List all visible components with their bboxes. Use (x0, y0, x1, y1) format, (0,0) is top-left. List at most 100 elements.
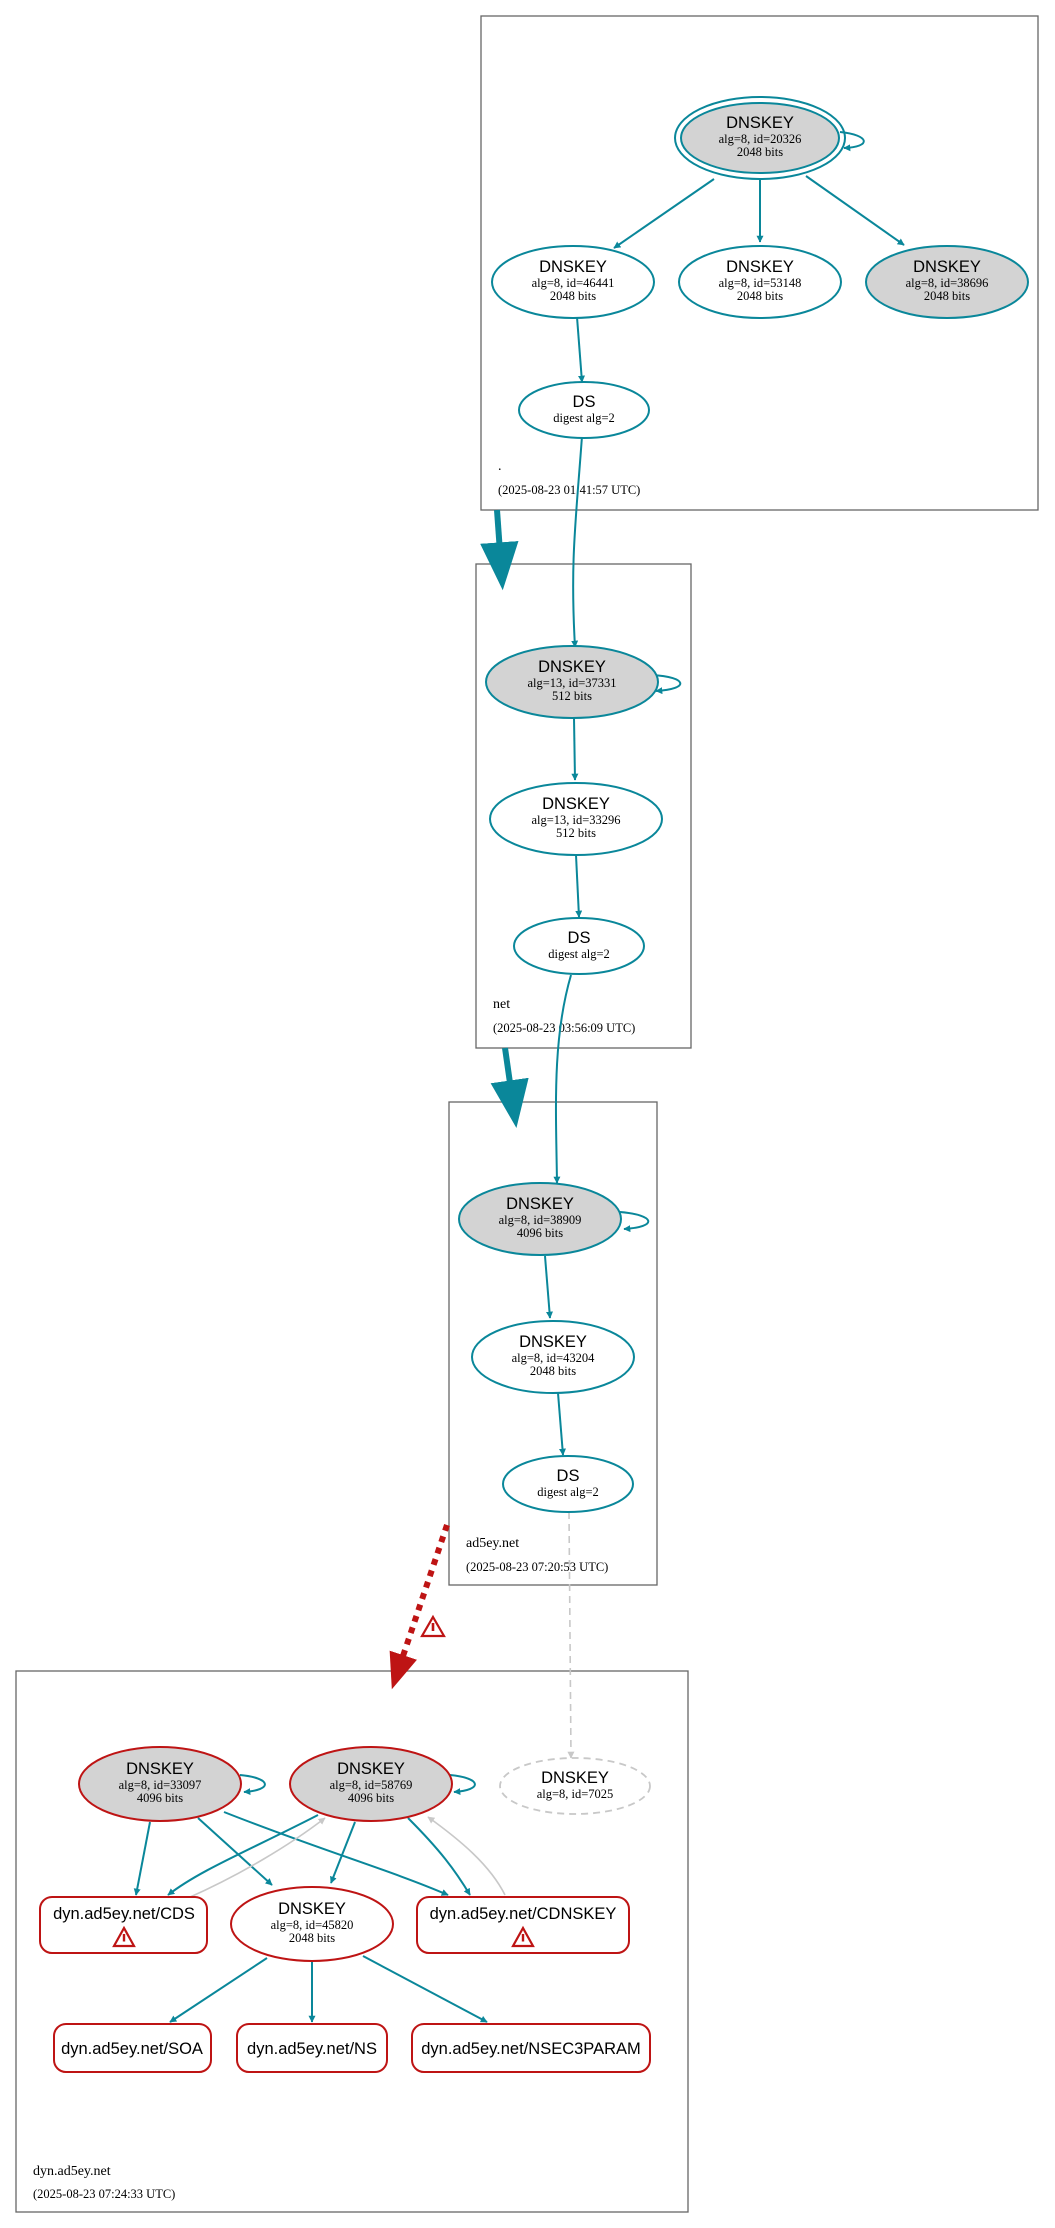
node-key-size: 2048 bits (550, 289, 596, 303)
zone-root-timestamp: (2025-08-23 01:41:57 UTC) (498, 483, 640, 497)
node-title: DNSKEY (539, 258, 607, 276)
edge-dyn-k1-cdnskey (223, 1811, 449, 1896)
zone-net-timestamp: (2025-08-23 03:56:09 UTC) (493, 1021, 635, 1035)
rrset-node-cdnskey[interactable]: dyn.ad5ey.net/CDNSKEY (416, 1896, 630, 1954)
warning-triangle-icon (112, 1925, 136, 1948)
rrset-label: dyn.ad5ey.net/NS (247, 2040, 377, 2058)
edge-ad5-ksk-zsk (544, 1255, 553, 1319)
node-key-info: alg=8, id=45820 (271, 1918, 354, 1932)
edge-dyn-cds-k2 (187, 1817, 326, 1899)
zone-dyn-label: dyn.ad5ey.net (33, 2164, 111, 2179)
rrset-label: dyn.ad5ey.net/CDNSKEY (430, 1905, 617, 1923)
dnskey-node-root-ksk[interactable]: DNSKEY alg=8, id=20326 2048 bits (674, 96, 846, 180)
dnskey-node-dyn-33097[interactable]: DNSKEY alg=8, id=33097 4096 bits (78, 1746, 242, 1822)
edge-root-ksk-zsk3 (805, 175, 905, 246)
ds-node-root[interactable]: DS digest alg=2 (518, 381, 650, 439)
dnskey-node-net-zsk[interactable]: DNSKEY alg=13, id=33296 512 bits (489, 782, 663, 856)
node-title: DNSKEY (126, 1760, 194, 1778)
rrset-node-soa[interactable]: dyn.ad5ey.net/SOA (53, 2023, 212, 2073)
edge-net-zsk-ds (575, 854, 583, 918)
edge-ad5-zsk-ds (557, 1392, 566, 1456)
zone-net-label: net (493, 997, 510, 1012)
edge-root-ksk-self (839, 131, 865, 152)
delegation-root-net (480, 509, 519, 591)
edge-root-ds-net-ksk (571, 435, 583, 648)
dnskey-node-ad5ey-ksk[interactable]: DNSKEY alg=8, id=38909 4096 bits (458, 1182, 622, 1256)
ds-node-net[interactable]: DS digest alg=2 (513, 917, 645, 975)
delegation-ad5ey-dyn (389, 1524, 450, 1690)
node-key-info: alg=13, id=33296 (531, 813, 620, 827)
node-key-info: alg=8, id=38909 (499, 1213, 582, 1227)
node-title: DS (573, 393, 596, 411)
edge-net-ds-ad5-ksk (553, 974, 572, 1184)
edge-net-ksk-zsk (571, 717, 579, 781)
node-key-info: alg=8, id=58769 (330, 1778, 413, 1792)
edge-root-zsk1-ds (576, 316, 586, 383)
edge-root-ksk-zsk1 (613, 178, 715, 249)
node-key-info: alg=8, id=43204 (512, 1351, 596, 1365)
ds-node-ad5ey[interactable]: DS digest alg=2 (502, 1455, 634, 1513)
node-digest-info: digest alg=2 (537, 1485, 599, 1499)
node-key-size: 512 bits (552, 689, 592, 703)
node-title: DNSKEY (541, 1769, 609, 1787)
dnskey-node-ad5ey-zsk[interactable]: DNSKEY alg=8, id=43204 2048 bits (471, 1320, 635, 1394)
edge-dyn-k2-self (449, 1774, 476, 1796)
node-title: DS (557, 1467, 580, 1485)
rrset-node-ns[interactable]: dyn.ad5ey.net/NS (236, 2023, 388, 2073)
delegation-net-ad5ey (490, 1047, 529, 1129)
node-title: DNSKEY (913, 258, 981, 276)
node-key-info: alg=13, id=37331 (527, 676, 616, 690)
dnskey-node-root-zsk-46441[interactable]: DNSKEY alg=8, id=46441 2048 bits (491, 245, 655, 319)
node-key-size: 2048 bits (737, 289, 783, 303)
node-key-size: 4096 bits (137, 1791, 183, 1805)
edge-dyn-cdnskey-k2 (427, 1816, 506, 1896)
edge-ad5-ds-dyn-k3 (567, 1511, 575, 1759)
node-title: DNSKEY (726, 258, 794, 276)
node-key-size: 2048 bits (289, 1931, 335, 1945)
node-key-info: alg=8, id=20326 (719, 132, 802, 146)
rrset-node-cds[interactable]: dyn.ad5ey.net/CDS (39, 1896, 208, 1954)
node-key-size: 4096 bits (348, 1791, 394, 1805)
edge-dyn-k2-cdnskey (407, 1817, 471, 1896)
edge-dyn-k2-zsk (330, 1821, 356, 1884)
dnskey-node-root-zsk-38696[interactable]: DNSKEY alg=8, id=38696 2048 bits (865, 245, 1029, 319)
node-key-info: alg=8, id=46441 (532, 276, 615, 290)
rrset-label: dyn.ad5ey.net/NSEC3PARAM (421, 2040, 641, 2058)
node-digest-info: digest alg=2 (553, 411, 615, 425)
zone-ad5ey-timestamp: (2025-08-23 07:20:53 UTC) (466, 1560, 608, 1574)
node-key-size: 2048 bits (924, 289, 970, 303)
rrset-label: dyn.ad5ey.net/CDS (53, 1905, 195, 1923)
edge-dyn-zsk-nsec3param (362, 1955, 488, 2023)
node-title: DNSKEY (542, 795, 610, 813)
edge-dyn-k1-cds (133, 1821, 151, 1896)
node-key-size: 4096 bits (517, 1226, 563, 1240)
zone-root-label: . (498, 459, 502, 474)
edge-dyn-k1-self (239, 1774, 266, 1796)
edge-ad5-ksk-self (619, 1211, 650, 1233)
edge-dyn-k1-zsk (197, 1817, 273, 1886)
warning-triangle-icon (511, 1925, 535, 1948)
dnskey-node-net-ksk[interactable]: DNSKEY alg=13, id=37331 512 bits (485, 645, 659, 719)
rrset-node-nsec3param[interactable]: dyn.ad5ey.net/NSEC3PARAM (411, 2023, 651, 2073)
node-title: DNSKEY (538, 658, 606, 676)
node-key-size: 2048 bits (737, 145, 783, 159)
node-key-size: 512 bits (556, 826, 596, 840)
zone-dyn-timestamp: (2025-08-23 07:24:33 UTC) (33, 2187, 175, 2201)
zone-ad5ey-label: ad5ey.net (466, 1536, 519, 1551)
node-key-size: 2048 bits (530, 1364, 576, 1378)
edge-dyn-zsk-soa (169, 1957, 268, 2023)
node-title: DNSKEY (506, 1195, 574, 1213)
node-title: DNSKEY (278, 1900, 346, 1918)
node-digest-info: digest alg=2 (548, 947, 610, 961)
node-key-info: alg=8, id=7025 (537, 1787, 614, 1801)
rrset-label: dyn.ad5ey.net/SOA (61, 2040, 203, 2058)
dnskey-node-dyn-7025[interactable]: DNSKEY alg=8, id=7025 (499, 1757, 651, 1815)
warning-triangle-icon (420, 1614, 446, 1638)
dnskey-node-dyn-zsk-45820[interactable]: DNSKEY alg=8, id=45820 2048 bits (230, 1886, 394, 1962)
dnskey-node-dyn-58769[interactable]: DNSKEY alg=8, id=58769 4096 bits (289, 1746, 453, 1822)
node-title: DNSKEY (337, 1760, 405, 1778)
dnskey-node-root-zsk-53148[interactable]: DNSKEY alg=8, id=53148 2048 bits (678, 245, 842, 319)
edge-net-ksk-self (651, 674, 682, 695)
node-key-info: alg=8, id=38696 (906, 276, 989, 290)
